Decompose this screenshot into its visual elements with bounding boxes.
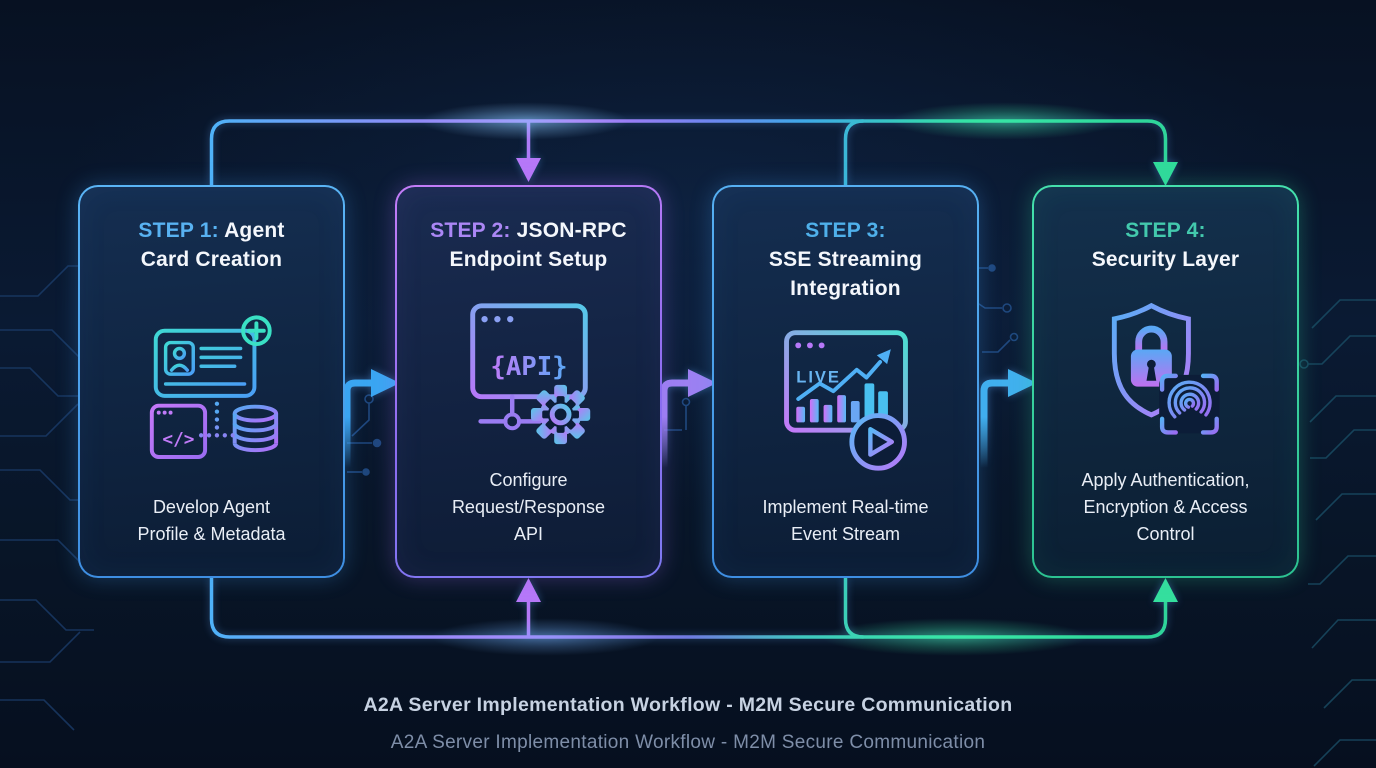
step1-description: Develop Agent Profile & Metadata [137,497,286,544]
step3-description: Implement Real-time Event Stream [762,497,929,544]
step2-label: STEP 2: [430,219,511,242]
step4-icon-area [1052,275,1279,467]
fingerprint-icon [1166,380,1212,419]
security-shield-fingerprint-icon [1111,302,1220,435]
glow-highlight [420,102,630,140]
live-label: LIVE [796,367,841,386]
trend-arrow [795,349,891,401]
play-button-icon [848,413,907,471]
glow-highlight [890,102,1120,140]
shield-icon [1111,302,1191,418]
browser-window: LIVE [783,330,908,433]
step1-card: STEP 1: Agent Card Creation [78,185,345,578]
plus-circle-icon [240,315,272,347]
step2-description: Configure Request/Response API [451,470,606,544]
step3-icon-area: LIVE [732,304,959,494]
api-label: {API} [490,352,567,382]
bottom-arrowhead-into-step2 [516,578,541,602]
dotted-connector [198,402,235,438]
agent-card-icon: </> [149,315,278,460]
step2-title: STEP 2: JSON-RPC Endpoint Setup [430,219,627,271]
bottom-connector-rail [209,577,1168,639]
live-stream-chart-icon: LIVE [783,330,908,471]
step4-title: STEP 4:Security Layer [1091,219,1240,271]
diagram-caption-bold: A2A Server Implementation Workflow - M2M… [363,694,1013,716]
step2-icon-area: {API} [415,275,642,467]
browser-window: {API} [469,303,588,400]
fingerprint-scan-icon [1158,373,1220,435]
gear-icon [530,384,590,445]
svg-text:</>: </> [162,431,194,451]
step4-label: STEP 4: [1125,219,1206,242]
arrow-step3-to-step4 [980,369,1037,468]
glow-highlight [820,618,1090,656]
code-window-icon: </> [149,404,207,460]
top-arrowhead-into-step2 [516,158,541,182]
glow-highlight [430,618,660,656]
step3-label: STEP 3: [805,219,886,242]
step4-card: STEP 4:Security Layer [1032,185,1299,578]
api-endpoint-gear-icon: {API} [469,303,590,445]
step1-title: STEP 1: Agent Card Creation [138,219,285,271]
step1-label: STEP 1: [138,219,219,242]
endpoint-node [477,394,542,431]
step4-description: Apply Authentication, Encryption & Acces… [1081,470,1250,544]
id-card-shape [153,329,256,399]
arrow-step2-to-step3 [660,369,717,468]
bar-chart [795,383,888,423]
bottom-arrowhead-into-step4 [1153,578,1178,602]
step3-title: STEP 3:SSE Streaming Integration [768,219,923,300]
step2-card: STEP 2: JSON-RPC Endpoint Setup [395,185,662,578]
arrow-step1-to-step2 [343,369,400,468]
database-icon [232,405,278,453]
top-arrowhead-into-step4 [1153,162,1178,186]
diagram-caption-sub: A2A Server Implementation Workflow - M2M… [390,732,986,753]
step3-card: STEP 3:SSE Streaming Integration LIVE [712,185,979,578]
step1-icon-area: </> [98,275,325,494]
scan-brackets [1159,373,1219,435]
top-connector-rail [209,119,1168,186]
